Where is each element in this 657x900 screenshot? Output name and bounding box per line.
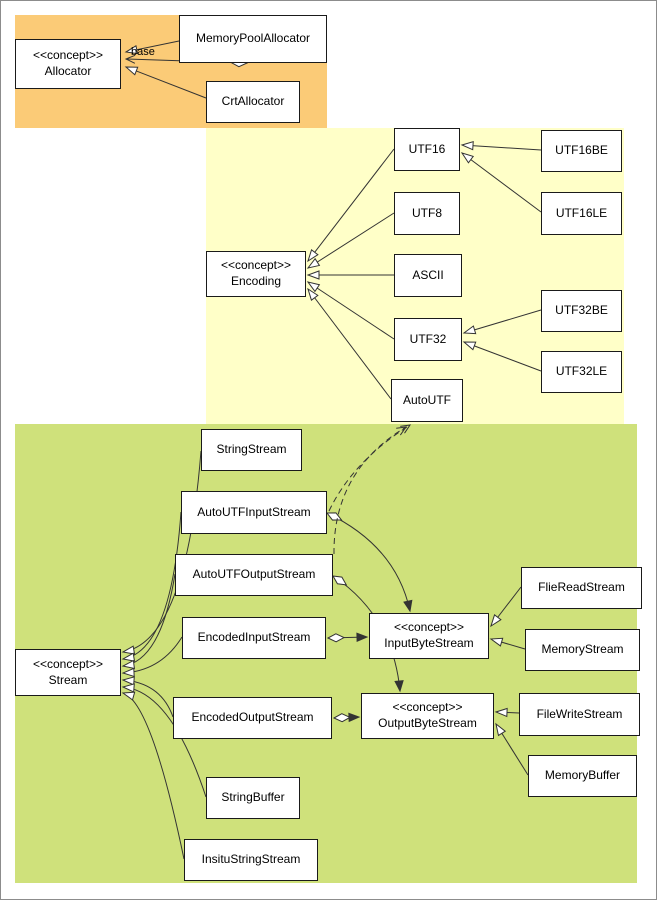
node-autoutf-output-stream-name: AutoUTFOutputStream bbox=[192, 567, 316, 582]
node-encoded-output-stream-name: EncodedOutputStream bbox=[191, 710, 314, 725]
edge-autoutfinputstream-autoutf-dependency bbox=[328, 424, 412, 512]
node-encoded-input-stream-name: EncodedInputStream bbox=[197, 630, 311, 645]
edge-fliereadstream-inputbytestream bbox=[490, 586, 522, 628]
edge-filewritestream-outputbytestream bbox=[494, 707, 520, 718]
node-utf8: UTF8 bbox=[394, 192, 460, 235]
node-utf8-name: UTF8 bbox=[412, 205, 442, 220]
node-stream: <<concept>> Stream bbox=[15, 649, 121, 696]
node-utf16-name: UTF16 bbox=[408, 141, 446, 156]
edge-autoutf-encoding bbox=[307, 287, 392, 400]
node-output-byte-stream-name: OutputByteStream bbox=[378, 716, 477, 730]
node-autoutf-name: AutoUTF bbox=[402, 392, 451, 407]
node-output-byte-stream: <<concept>> OutputByteStream bbox=[361, 693, 494, 739]
node-output-byte-stream-stereotype: <<concept>> bbox=[392, 700, 463, 715]
node-autoutf-output-stream: AutoUTFOutputStream bbox=[175, 554, 333, 596]
node-encoding: <<concept>> Encoding bbox=[206, 251, 306, 297]
node-encoded-input-stream: EncodedInputStream bbox=[182, 617, 326, 659]
edge-utf32le-utf32 bbox=[462, 341, 542, 372]
node-autoutf-input-stream-name: AutoUTFInputStream bbox=[197, 504, 311, 519]
edge-memorypoolallocator-allocator-realization bbox=[124, 40, 180, 55]
node-encoded-output-stream: EncodedOutputStream bbox=[173, 697, 332, 739]
node-crt-allocator: CrtAllocator bbox=[206, 81, 300, 123]
node-string-stream-name: StringStream bbox=[216, 442, 287, 457]
edge-utf16le-utf16 bbox=[460, 152, 542, 213]
edge-memorystream-inputbytestream bbox=[489, 637, 526, 650]
node-input-byte-stream-stereotype: <<concept>> bbox=[393, 620, 465, 635]
node-input-byte-stream-name: InputByteStream bbox=[384, 636, 474, 650]
edge-encodedinputstream-inputbytestream bbox=[328, 637, 367, 638]
edge-utf32be-utf32 bbox=[462, 309, 542, 335]
node-allocator-name: Allocator bbox=[44, 64, 92, 78]
node-string-stream: StringStream bbox=[201, 429, 302, 471]
node-utf32be: UTF32BE bbox=[541, 290, 622, 332]
node-memory-pool-allocator: MemoryPoolAllocator bbox=[179, 15, 327, 63]
node-ascii: ASCII bbox=[394, 254, 462, 297]
node-memory-stream: MemoryStream bbox=[525, 629, 640, 671]
node-stream-stereotype: <<concept>> bbox=[32, 656, 104, 671]
node-autoutf-input-stream: AutoUTFInputStream bbox=[181, 491, 327, 534]
edge-memorybuffer-outputbytestream bbox=[495, 722, 529, 776]
node-string-buffer: StringBuffer bbox=[206, 777, 300, 819]
node-stream-name: Stream bbox=[48, 672, 88, 687]
edge-utf16be-utf16 bbox=[460, 141, 542, 151]
edge-stringbuffer-stream bbox=[121, 683, 207, 798]
edge-crtallocator-allocator-realization bbox=[124, 66, 207, 99]
node-memory-buffer-name: MemoryBuffer bbox=[544, 768, 621, 783]
node-encoding-name: Encoding bbox=[230, 274, 282, 288]
edge-utf32-encoding bbox=[306, 281, 395, 340]
node-utf16be: UTF16BE bbox=[541, 130, 622, 172]
node-crt-allocator-name: CrtAllocator bbox=[221, 94, 285, 109]
node-utf32be-name: UTF32BE bbox=[555, 303, 608, 318]
node-file-write-stream: FileWriteStream bbox=[519, 693, 640, 736]
node-string-buffer-name: StringBuffer bbox=[221, 790, 285, 805]
node-allocator: <<concept>> Allocator bbox=[15, 39, 121, 89]
node-insitu-string-stream-name: InsituStringStream bbox=[201, 852, 301, 867]
edge-autoutfoutputstream-autoutf-dependency bbox=[333, 426, 408, 555]
node-flie-read-stream: FlieReadStream bbox=[521, 567, 642, 609]
node-allocator-stereotype: <<concept>> bbox=[32, 48, 104, 63]
node-file-write-stream-name: FileWriteStream bbox=[536, 706, 623, 721]
node-utf32le-name: UTF32LE bbox=[555, 364, 608, 379]
edge-insitustringstream-stream bbox=[121, 691, 185, 860]
node-encoding-stereotype: <<concept>> bbox=[220, 258, 292, 273]
node-utf32-name: UTF32 bbox=[409, 331, 447, 346]
node-utf16: UTF16 bbox=[394, 128, 460, 171]
node-utf16le-name: UTF16LE bbox=[555, 205, 608, 220]
node-ascii-name: ASCII bbox=[412, 267, 444, 282]
edge-utf8-encoding bbox=[306, 212, 395, 269]
node-autoutf: AutoUTF bbox=[391, 379, 463, 422]
node-insitu-string-stream: InsituStringStream bbox=[184, 839, 318, 881]
node-memory-buffer: MemoryBuffer bbox=[528, 755, 637, 797]
edge-utf16-encoding bbox=[307, 148, 395, 263]
node-memory-stream-name: MemoryStream bbox=[541, 642, 624, 657]
edge-encodedoutputstream-outputbytestream bbox=[334, 717, 359, 718]
node-utf32le: UTF32LE bbox=[541, 351, 622, 393]
edge-encodedinputstream-stream bbox=[121, 636, 183, 678]
node-memory-pool-allocator-name: MemoryPoolAllocator bbox=[195, 31, 311, 46]
edge-label-base: base bbox=[131, 46, 155, 58]
node-utf16le: UTF16LE bbox=[541, 192, 622, 235]
node-flie-read-stream-name: FlieReadStream bbox=[538, 580, 625, 595]
node-utf32: UTF32 bbox=[394, 318, 462, 361]
edge-autoutfinputstream-stream bbox=[121, 511, 182, 662]
edge-autoutfinputstream-inputbytestream bbox=[327, 513, 410, 611]
edge-encodedoutputstream-stream bbox=[121, 676, 174, 718]
node-input-byte-stream: <<concept>> InputByteStream bbox=[369, 613, 489, 659]
edge-autoutfoutputstream-stream bbox=[121, 573, 176, 670]
node-utf16be-name: UTF16BE bbox=[555, 143, 608, 158]
